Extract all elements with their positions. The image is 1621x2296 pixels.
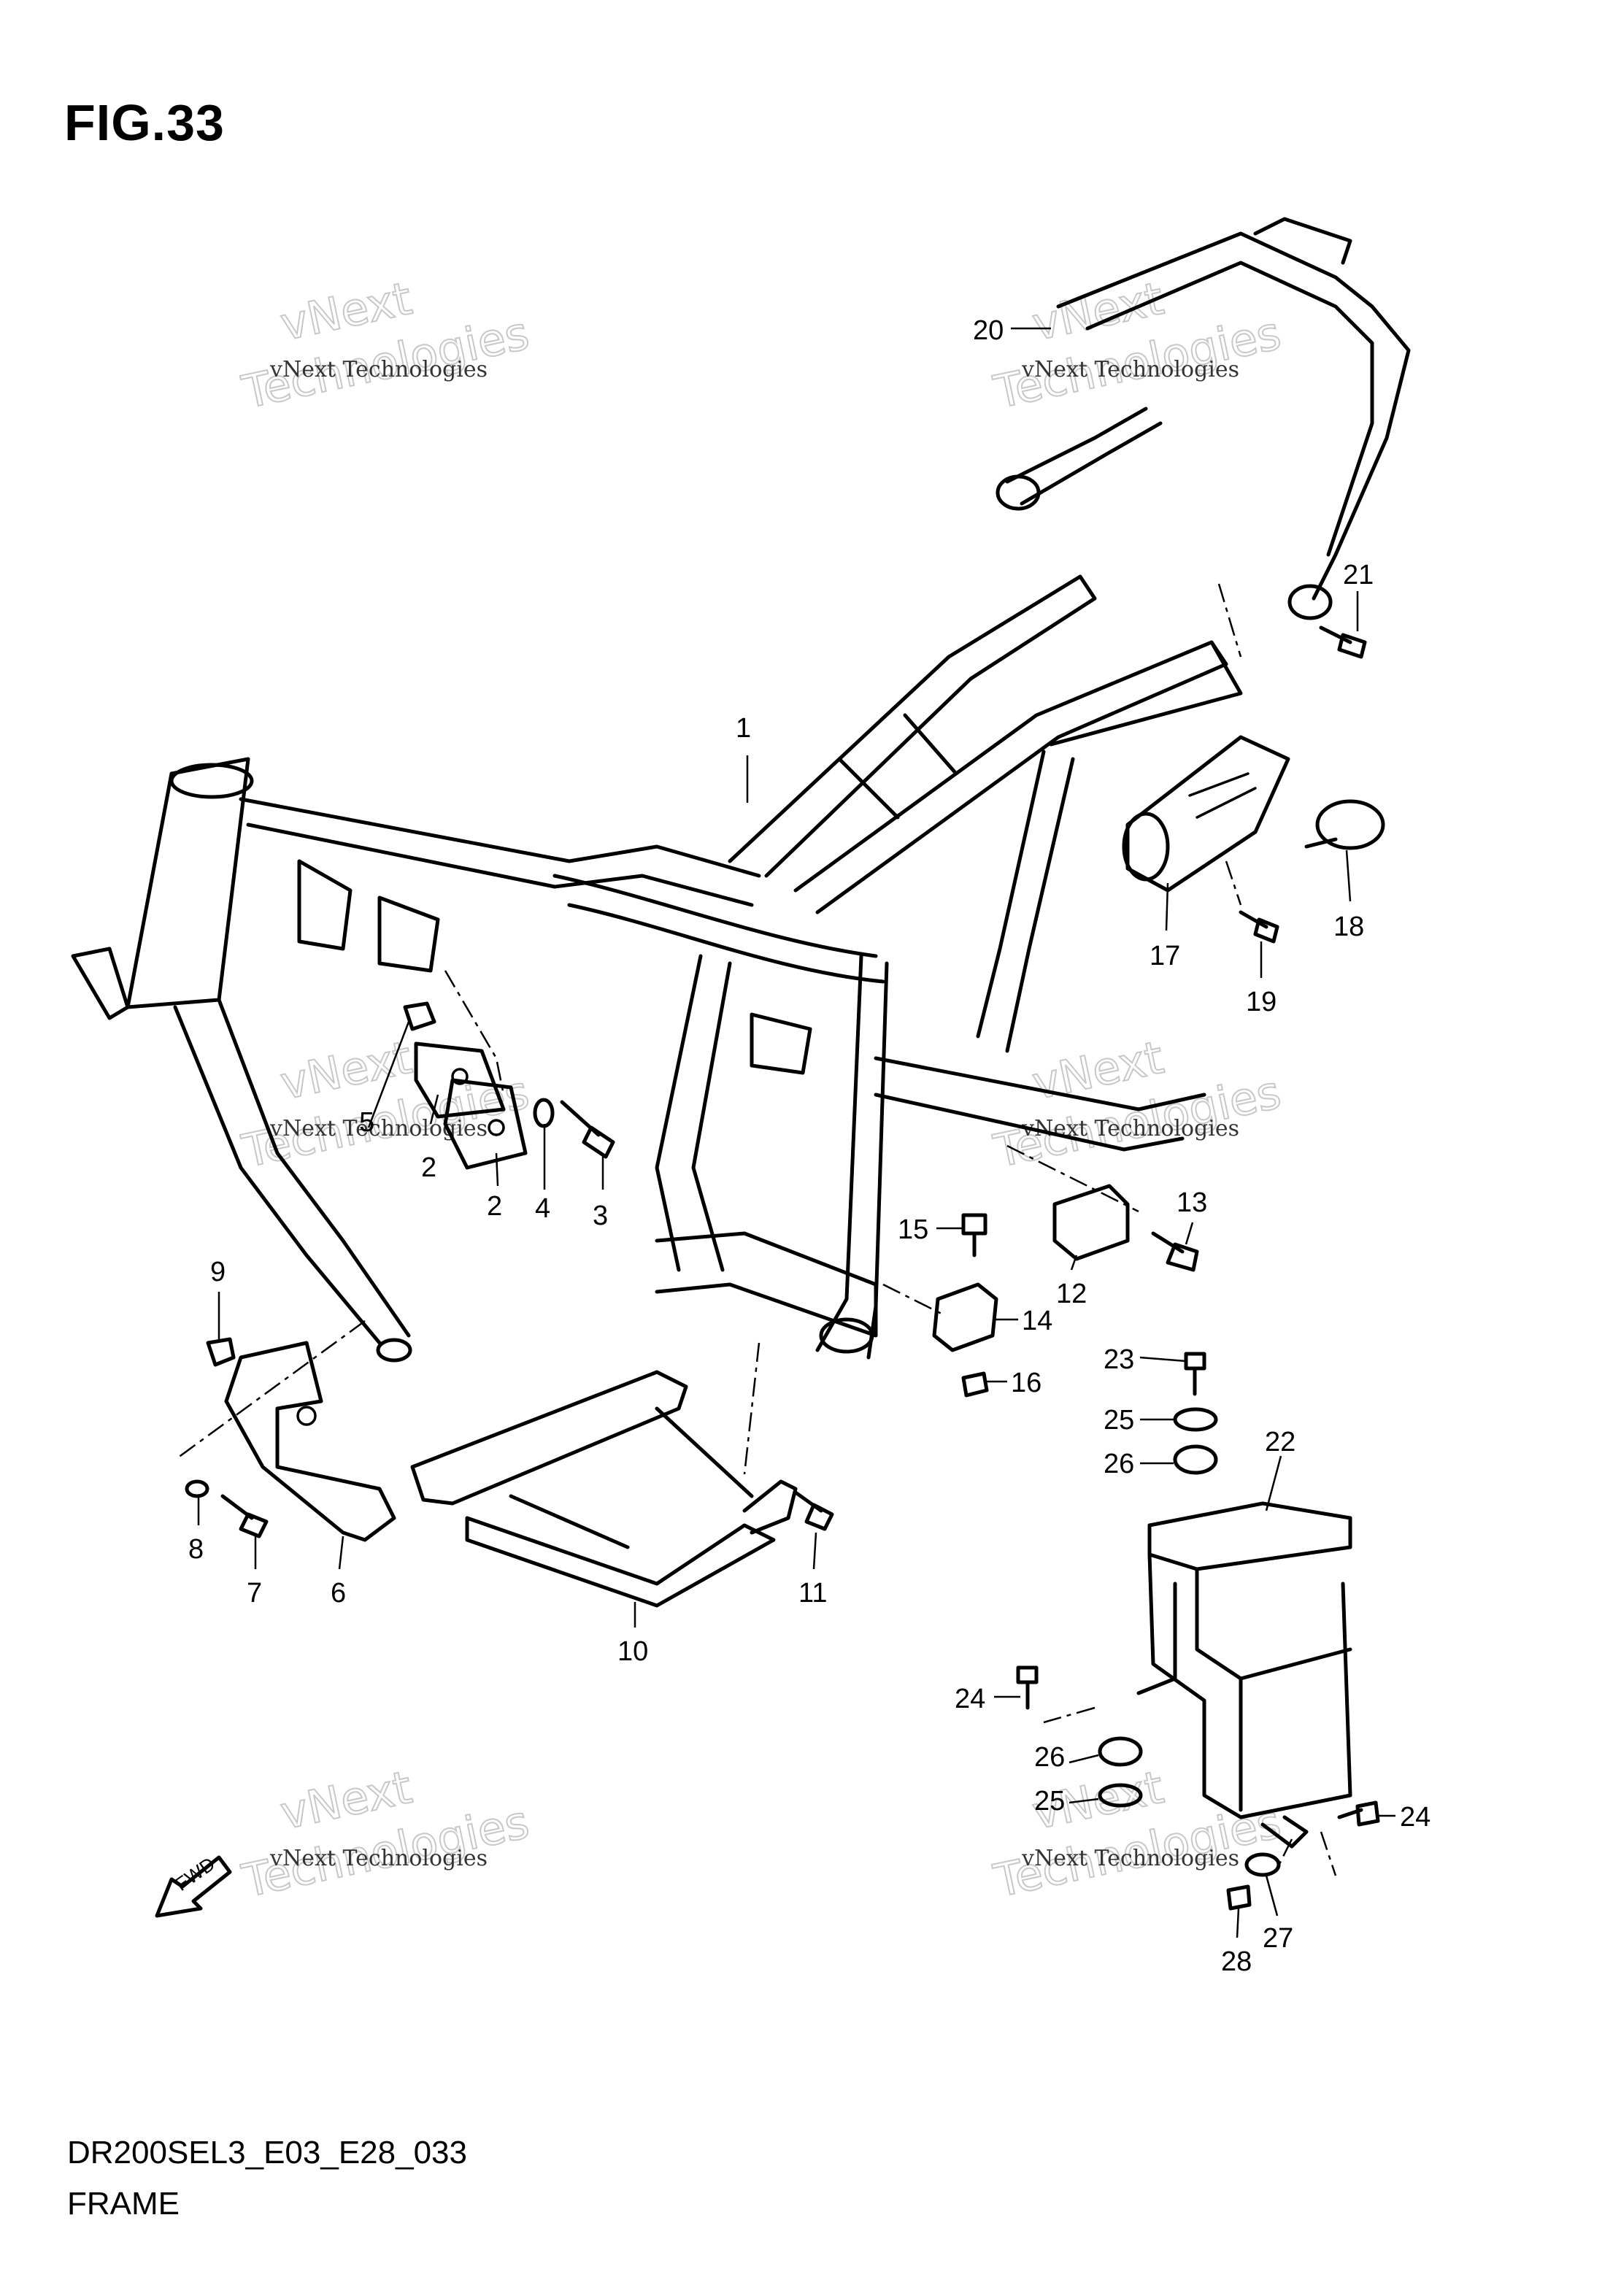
assembly-lines — [174, 583, 1337, 1876]
svg-text:vNext Technologies: vNext Technologies — [1021, 357, 1239, 382]
callout-9: 9 — [210, 1257, 226, 1287]
callout-10: 10 — [617, 1636, 648, 1667]
collar-25-upper — [1173, 1407, 1218, 1432]
callout-13: 13 — [1177, 1187, 1207, 1218]
callout-28: 28 — [1221, 1946, 1252, 1977]
svg-text:vNext Technologies: vNext Technologies — [1021, 1116, 1239, 1141]
watermark-bottom-left: vNext Technologies vNext Technologies — [236, 1760, 534, 1908]
callout-25-upper: 25 — [1104, 1405, 1134, 1436]
callout-19: 19 — [1246, 987, 1277, 1017]
collar-25-lower — [1098, 1783, 1143, 1808]
bolt-21 — [1319, 625, 1367, 659]
cushion-12 — [1052, 1184, 1130, 1261]
bolt-24-left — [1016, 1665, 1039, 1710]
watermark-top-left: vNext Technologies vNext Technologies — [236, 271, 534, 420]
callout-16: 16 — [1011, 1368, 1041, 1398]
callout-14: 14 — [1022, 1306, 1052, 1336]
nut-5 — [403, 1001, 436, 1031]
callout-18: 18 — [1333, 912, 1364, 942]
callout-11: 11 — [798, 1578, 827, 1609]
callout-24-left: 24 — [955, 1684, 985, 1714]
bolt-7 — [220, 1494, 269, 1538]
callout-leaders — [197, 327, 1395, 1938]
callout-26-upper: 26 — [1104, 1449, 1134, 1479]
callout-24-right: 24 — [1400, 1802, 1431, 1833]
skid-plate-frame-10 — [410, 1370, 798, 1608]
callout-8: 8 — [188, 1534, 204, 1565]
callout-6: 6 — [331, 1578, 346, 1609]
grommet-26-lower — [1098, 1736, 1143, 1767]
watermark-mid-left: vNext Technologies vNext Technologies — [236, 1030, 534, 1179]
band-18 — [1304, 799, 1385, 850]
rear-carrier-20 — [996, 217, 1411, 620]
callout-26-lower: 26 — [1034, 1742, 1065, 1773]
svg-text:vNext Technologies: vNext Technologies — [1021, 1846, 1239, 1871]
figure-title: FIG.33 — [64, 94, 225, 151]
bolt-11 — [793, 1490, 834, 1531]
callout-4: 4 — [535, 1193, 550, 1224]
cushion-14 — [932, 1282, 998, 1352]
washer-8 — [185, 1479, 209, 1498]
callout-15: 15 — [898, 1214, 928, 1245]
nut-16 — [961, 1371, 989, 1398]
fwd-arrow-icon: FWD — [155, 1852, 232, 1918]
callout-12: 12 — [1056, 1279, 1087, 1309]
washer-4 — [533, 1098, 555, 1128]
diagram-name: FRAME — [67, 2186, 180, 2222]
callout-numbers: 1 2 2 3 4 5 6 7 8 9 10 11 12 13 14 15 16… — [188, 315, 1431, 1977]
nut-9 — [206, 1337, 236, 1367]
bolt-13 — [1151, 1231, 1199, 1272]
bolt-23 — [1184, 1352, 1206, 1396]
washer-27 — [1244, 1852, 1281, 1877]
diagram-code: DR200SEL3_E03_E28_033 — [67, 2135, 468, 2170]
callout-25-lower: 25 — [1034, 1786, 1065, 1817]
callout-1: 1 — [736, 713, 751, 744]
watermark-top-right: vNext Technologies vNext Technologies — [988, 271, 1286, 420]
callout-21: 21 — [1343, 560, 1374, 590]
callout-27: 27 — [1263, 1923, 1293, 1954]
bolt-15 — [961, 1213, 987, 1257]
main-frame — [71, 574, 1243, 1363]
callout-23: 23 — [1104, 1344, 1134, 1375]
grommet-26-upper — [1173, 1444, 1218, 1475]
watermark-mid-right: vNext Technologies vNext Technologies — [988, 1030, 1286, 1179]
bolt-3 — [560, 1100, 615, 1159]
callout-3: 3 — [593, 1201, 608, 1231]
callout-22: 22 — [1265, 1427, 1295, 1457]
callout-2-left: 2 — [421, 1152, 436, 1183]
bolt-19 — [1239, 910, 1279, 944]
svg-text:vNext Technologies: vNext Technologies — [269, 1116, 488, 1141]
battery-box-22 — [1136, 1501, 1352, 1849]
svg-text:vNext Technologies: vNext Technologies — [269, 1846, 488, 1871]
nut-28 — [1226, 1884, 1252, 1911]
callout-17: 17 — [1150, 941, 1180, 971]
cdi-case-17 — [1122, 735, 1290, 893]
callout-2-right: 2 — [487, 1191, 502, 1222]
callout-7: 7 — [247, 1578, 262, 1609]
callout-5: 5 — [359, 1107, 374, 1138]
svg-text:vNext Technologies: vNext Technologies — [269, 357, 488, 382]
bolt-24-right — [1337, 1800, 1380, 1827]
callout-20: 20 — [973, 315, 1004, 346]
engine-mount-plate-6 — [224, 1341, 396, 1542]
